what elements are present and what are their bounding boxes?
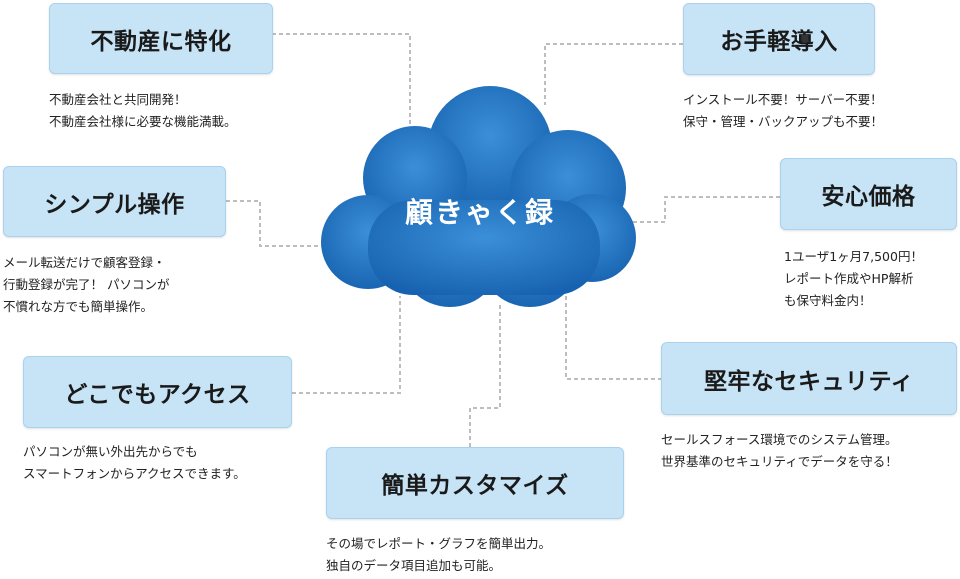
- feature-simple-desc: メール転送だけで顧客登録・ 行動登録が完了！ パソコンが 不慣れな方でも簡単操作…: [3, 252, 169, 318]
- desc-line: セールスフォース環境でのシステム管理。: [661, 432, 898, 447]
- feature-easy-intro-desc: インストール不要！サーバー不要！ 保守・管理・バックアップも不要！: [683, 89, 883, 133]
- connector-simple: [226, 200, 330, 247]
- feature-custom-desc: その場でレポート・グラフを簡単出力。 独自のデータ項目追加も可能。: [326, 533, 551, 577]
- desc-line: 行動登録が完了！ パソコンが: [3, 277, 170, 292]
- desc-line: その場でレポート・グラフを簡単出力。: [326, 536, 552, 551]
- feature-simple-box: シンプル操作: [3, 166, 226, 237]
- desc-line: 世界基準のセキュリティでデータを守る！: [661, 454, 898, 469]
- feature-security-box: 堅牢なセキュリティ: [661, 342, 957, 415]
- feature-price-box: 安心価格: [780, 158, 957, 230]
- desc-line: メール転送だけで顧客登録・: [3, 255, 166, 270]
- connector-access: [292, 296, 401, 394]
- desc-line: 不動産会社と共同開発！: [49, 92, 187, 107]
- feature-price-desc: 1ユーザ1ヶ月7,500円！ レポート作成やHP解析 も保守料金内！: [784, 246, 923, 312]
- desc-line: 不慣れな方でも簡単操作。: [3, 299, 154, 314]
- desc-line: 保守・管理・バックアップも不要！: [683, 114, 884, 129]
- feature-custom-box: 簡単カスタマイズ: [326, 447, 624, 519]
- feature-title: 簡単カスタマイズ: [381, 473, 569, 499]
- connector-security: [565, 290, 662, 380]
- desc-line: 不動産会社様に必要な機能満載。: [49, 114, 237, 129]
- desc-line: インストール不要！サーバー不要！: [683, 92, 883, 107]
- feature-realestate-desc: 不動産会社と共同開発！ 不動産会社様に必要な機能満載。: [49, 89, 237, 133]
- desc-line: 独自のデータ項目追加も可能。: [326, 558, 502, 573]
- desc-line: 1ユーザ1ヶ月7,500円！: [784, 249, 923, 264]
- desc-line: レポート作成やHP解析: [784, 271, 914, 286]
- feature-title: お手軽導入: [720, 29, 838, 55]
- connector-price: [632, 196, 780, 223]
- feature-realestate-box: 不動産に特化: [49, 3, 273, 74]
- feature-title: シンプル操作: [44, 191, 185, 218]
- feature-title: 安心価格: [821, 184, 916, 210]
- feature-title: 不動産に特化: [90, 28, 232, 55]
- feature-title: 堅牢なセキュリティ: [703, 368, 915, 395]
- connector-easy-intro: [544, 43, 683, 105]
- feature-access-desc: パソコンが無い外出先からでも スマートフォンからアクセスできます。: [23, 441, 246, 485]
- feature-security-desc: セールスフォース環境でのシステム管理。 世界基準のセキュリティでデータを守る！: [661, 429, 898, 473]
- product-name: 顧きゃく録: [404, 196, 555, 229]
- desc-line: スマートフォンからアクセスできます。: [23, 466, 246, 481]
- connector-realestate: [272, 33, 411, 130]
- feature-easy-intro-box: お手軽導入: [683, 3, 875, 75]
- feature-title: どこでもアクセス: [64, 382, 251, 408]
- feature-access-box: どこでもアクセス: [23, 356, 292, 428]
- connector-custom: [469, 303, 501, 447]
- desc-line: パソコンが無い外出先からでも: [23, 444, 198, 459]
- desc-line: も保守料金内！: [784, 293, 872, 308]
